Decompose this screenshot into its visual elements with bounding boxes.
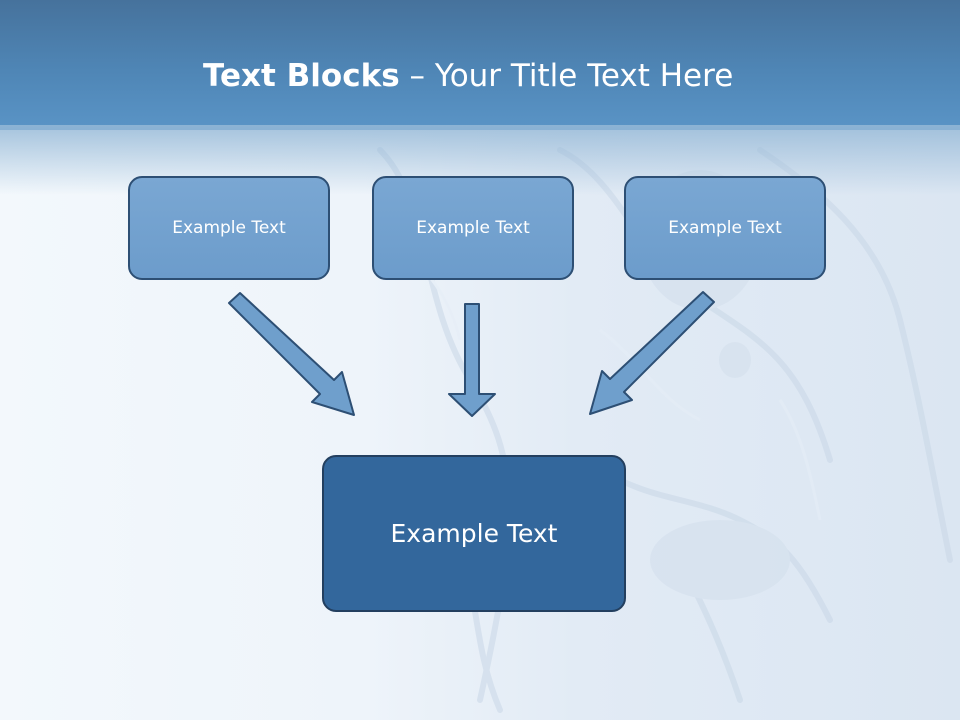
text-block-bottom[interactable]: Example Text bbox=[322, 455, 626, 612]
text-block-center[interactable]: Example Text bbox=[372, 176, 574, 280]
slide-title-bold: Text Blocks bbox=[203, 58, 400, 94]
slide-title-separator: – bbox=[399, 58, 435, 94]
text-block-left-label: Example Text bbox=[172, 218, 286, 238]
text-block-left[interactable]: Example Text bbox=[128, 176, 330, 280]
text-block-center-label: Example Text bbox=[416, 218, 530, 238]
text-block-bottom-label: Example Text bbox=[390, 519, 558, 548]
slide-title-rest: Your Title Text Here bbox=[434, 58, 734, 94]
text-block-right-label: Example Text bbox=[668, 218, 782, 238]
title-bar bbox=[0, 0, 960, 130]
slide-title: Text Blocks – Your Title Text Here bbox=[203, 54, 923, 98]
text-block-right[interactable]: Example Text bbox=[624, 176, 826, 280]
